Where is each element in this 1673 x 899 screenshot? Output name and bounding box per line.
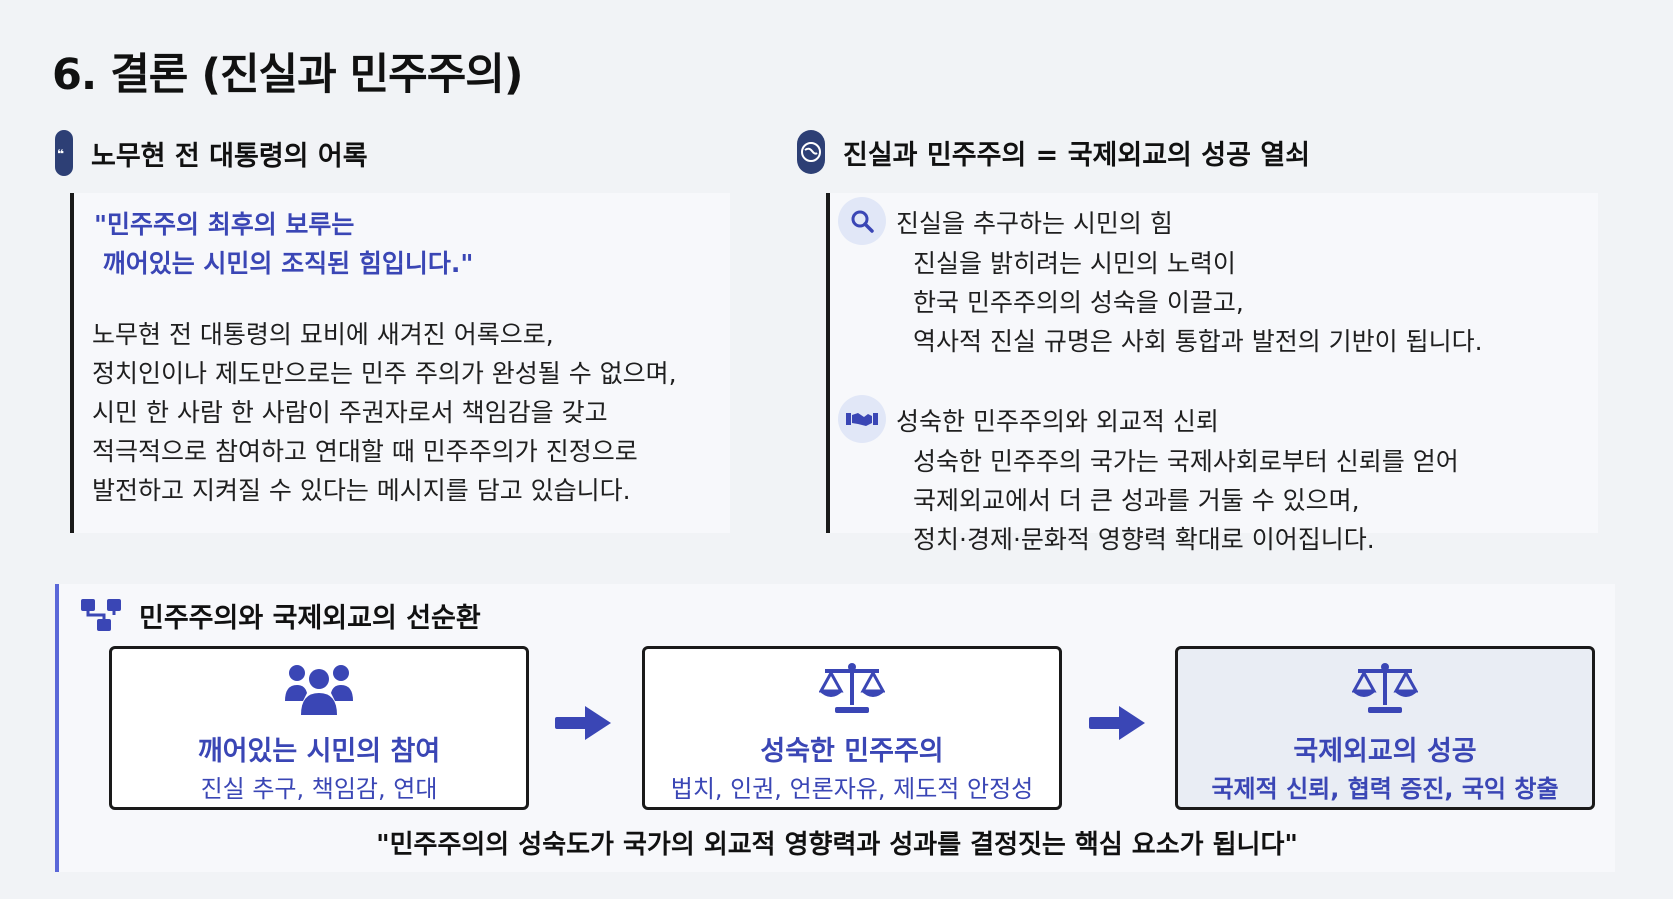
users-icon xyxy=(283,661,355,719)
quote-line: "민주주의 최후의 보루는 xyxy=(94,210,355,239)
cycle-box-citizens: 깨어있는 시민의 참여 진실 추구, 책임감, 연대 xyxy=(109,646,529,810)
arrow-right-icon xyxy=(1089,706,1145,744)
item-description: 진실을 밝히려는 시민의 노력이 한국 민주주의의 성숙을 이끌고, 역사적 진… xyxy=(913,244,1483,361)
handshake-icon xyxy=(838,395,886,443)
item-line: 역사적 진실 규명은 사회 통합과 발전의 기반이 됩니다. xyxy=(913,327,1483,356)
cycle-title: 민주주의와 국제외교의 선순환 xyxy=(139,603,481,634)
balance-scale-icon xyxy=(1351,661,1419,719)
right-section-title: 진실과 민주주의 = 국제외교의 성공 열쇠 xyxy=(843,139,1311,171)
item-heading: 성숙한 민주주의와 외교적 신뢰 xyxy=(896,407,1219,436)
left-section-title: 노무현 전 대통령의 어록 xyxy=(91,140,368,172)
box-title: 국제외교의 성공 xyxy=(1293,736,1477,767)
cycle-heading: 민주주의와 국제외교의 선순환 xyxy=(81,596,481,635)
right-section-heading: 진실과 민주주의 = 국제외교의 성공 열쇠 xyxy=(797,130,1310,174)
closing-quote: "민주주의의 성숙도가 국가의 외교적 영향력과 성과를 결정짓는 핵심 요소가… xyxy=(376,830,1298,860)
page-title: 6. 결론 (진실과 민주주의) xyxy=(52,50,524,100)
quote-icon: ❝ xyxy=(55,130,73,176)
box-subtitle: 법치, 인권, 언론자유, 제도적 안정성 xyxy=(670,775,1034,803)
search-icon xyxy=(838,197,886,245)
box-title: 깨어있는 시민의 참여 xyxy=(197,736,441,767)
paragraph-line: 시민 한 사람 한 사람이 주권자로서 책임감을 갖고 xyxy=(92,398,608,427)
virtuous-cycle-panel: 민주주의와 국제외교의 선순환 깨어있는 시민의 참여 진실 추구, 책임감, … xyxy=(55,584,1615,872)
quote-panel: "민주주의 최후의 보루는 깨어있는 시민의 조직된 힘입니다." 노무현 전 … xyxy=(70,193,730,533)
item-line: 성숙한 민주주의 국가는 국제사회로부터 신뢰를 얻어 xyxy=(913,447,1459,476)
quote-text: "민주주의 최후의 보루는 깨어있는 시민의 조직된 힘입니다." xyxy=(94,205,473,283)
item-heading: 진실을 추구하는 시민의 힘 xyxy=(896,209,1173,238)
quote-line: 깨어있는 시민의 조직된 힘입니다." xyxy=(94,249,474,278)
paragraph-line: 정치인이나 제도만으로는 민주 주의가 완성될 수 없으며, xyxy=(92,359,677,388)
balance-scale-icon xyxy=(818,661,886,719)
quote-description: 노무현 전 대통령의 묘비에 새겨진 어록으로, 정치인이나 제도만으로는 민주… xyxy=(92,315,677,510)
box-title: 성숙한 민주주의 xyxy=(760,736,944,767)
sitemap-icon xyxy=(81,598,125,633)
paragraph-line: 발전하고 지켜질 수 있다는 메시지를 담고 있습니다. xyxy=(92,476,631,505)
item-line: 정치·경제·문화적 영향력 확대로 이어집니다. xyxy=(913,525,1375,554)
item-line: 진실을 밝히려는 시민의 노력이 xyxy=(913,249,1236,278)
box-subtitle: 국제적 신뢰, 협력 증진, 국익 창출 xyxy=(1211,775,1559,803)
arrow-right-icon xyxy=(555,706,611,744)
item-description: 성숙한 민주주의 국가는 국제사회로부터 신뢰를 얻어 국제외교에서 더 큰 성… xyxy=(913,442,1459,559)
left-section-heading: ❝ 노무현 전 대통령의 어록 xyxy=(55,130,368,176)
globe-icon xyxy=(797,130,825,174)
svg-text:❝: ❝ xyxy=(57,147,64,159)
cycle-box-diplomacy: 국제외교의 성공 국제적 신뢰, 협력 증진, 국익 창출 xyxy=(1175,646,1595,810)
paragraph-line: 노무현 전 대통령의 묘비에 새겨진 어록으로, xyxy=(92,320,554,349)
cycle-box-democracy: 성숙한 민주주의 법치, 인권, 언론자유, 제도적 안정성 xyxy=(642,646,1062,810)
item-line: 한국 민주주의의 성숙을 이끌고, xyxy=(913,288,1244,317)
truth-democracy-panel: 진실을 추구하는 시민의 힘 진실을 밝히려는 시민의 노력이 한국 민주주의의… xyxy=(826,193,1598,554)
item-line: 국제외교에서 더 큰 성과를 거둘 수 있으며, xyxy=(913,486,1360,515)
box-subtitle: 진실 추구, 책임감, 연대 xyxy=(200,775,438,803)
paragraph-line: 적극적으로 참여하고 연대할 때 민주주의가 진정으로 xyxy=(92,437,638,466)
